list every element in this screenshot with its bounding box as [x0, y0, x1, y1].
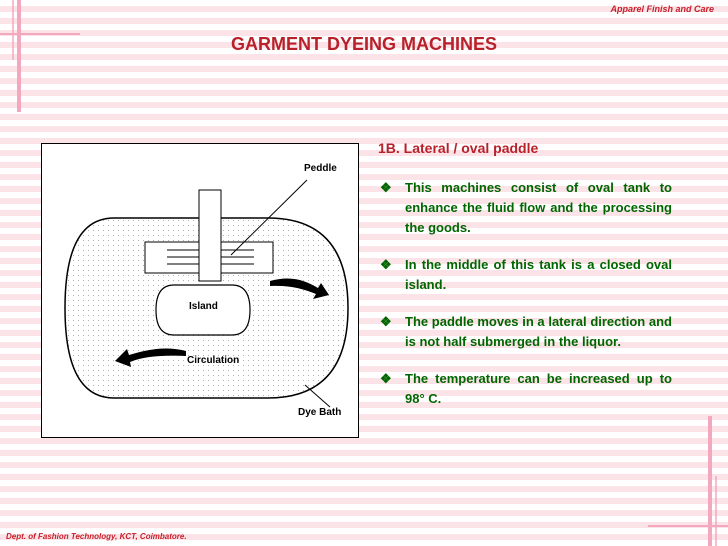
machine-illustration — [64, 179, 349, 408]
slide-title: GARMENT DYEING MACHINES — [230, 34, 497, 54]
dye-bath-leader-line — [304, 384, 331, 408]
top-left-decoration — [0, 0, 80, 112]
paddle-leader-line — [230, 179, 308, 256]
bullet-text: In the middle of this tank is a closed o… — [405, 257, 672, 292]
course-title: Apparel Finish and Care — [610, 4, 714, 14]
list-item: ❖ This machines consist of oval tank to e… — [380, 178, 672, 238]
diamond-bullet-icon: ❖ — [380, 257, 392, 272]
bullet-text: The temperature can be increased up to 9… — [405, 371, 672, 406]
list-item: ❖ The paddle moves in a lateral direction… — [380, 312, 672, 352]
diamond-bullet-icon: ❖ — [380, 180, 392, 195]
section-heading: 1B. Lateral / oval paddle — [378, 140, 539, 156]
dyeing-machine-diagram: Peddle Island Circulation Dye Bath — [41, 143, 359, 438]
circulation-label: Circulation — [187, 355, 240, 366]
bullet-list: ❖ This machines consist of oval tank to e… — [380, 178, 672, 426]
footer-department: Dept. of Fashion Technology, KCT, Coimba… — [6, 532, 187, 541]
diamond-bullet-icon: ❖ — [380, 371, 392, 386]
diamond-bullet-icon: ❖ — [380, 314, 392, 329]
paddle-shaft — [198, 189, 222, 282]
list-item: ❖ The temperature can be increased up to … — [380, 369, 672, 409]
island — [155, 284, 251, 336]
bullet-text: This machines consist of oval tank to en… — [405, 180, 672, 235]
bullet-text: The paddle moves in a lateral direction … — [405, 314, 672, 349]
bottom-right-decoration — [648, 416, 728, 546]
dye-bath-label: Dye Bath — [298, 407, 342, 418]
circulation-arrow-right — [270, 278, 329, 299]
island-label: Island — [189, 301, 218, 312]
circulation-arrow-left — [115, 348, 186, 367]
list-item: ❖ In the middle of this tank is a closed … — [380, 255, 672, 295]
paddle-label: Peddle — [304, 163, 337, 174]
